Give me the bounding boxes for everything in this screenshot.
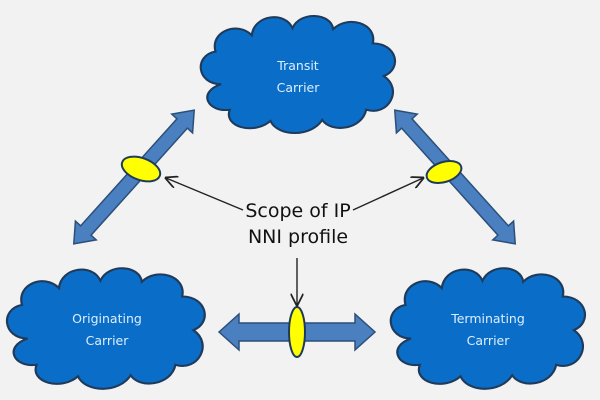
cloud-originating-carrier <box>5 267 206 390</box>
originating-carrier-label-line1: Originating <box>72 311 142 326</box>
scope-annotation-line1: Scope of IP <box>245 200 350 222</box>
cloud-terminating-carrier <box>389 267 587 390</box>
terminating-carrier-label-line1: Terminating <box>450 311 525 326</box>
cloud-transit-carrier <box>199 14 397 135</box>
terminating-carrier-label-line2: Carrier <box>467 333 511 348</box>
interface-marker-bottom <box>288 306 306 358</box>
interface-marker-left <box>120 155 162 183</box>
transit-carrier-label-line1: Transit <box>276 58 319 73</box>
interface-marker-right <box>425 159 463 185</box>
pointer-to-right-marker <box>352 178 423 211</box>
scope-annotation-line2: NNI profile <box>248 226 348 248</box>
transit-carrier-label-line2: Carrier <box>277 80 321 95</box>
pointer-to-left-marker <box>166 178 244 211</box>
originating-carrier-label-line2: Carrier <box>86 333 130 348</box>
